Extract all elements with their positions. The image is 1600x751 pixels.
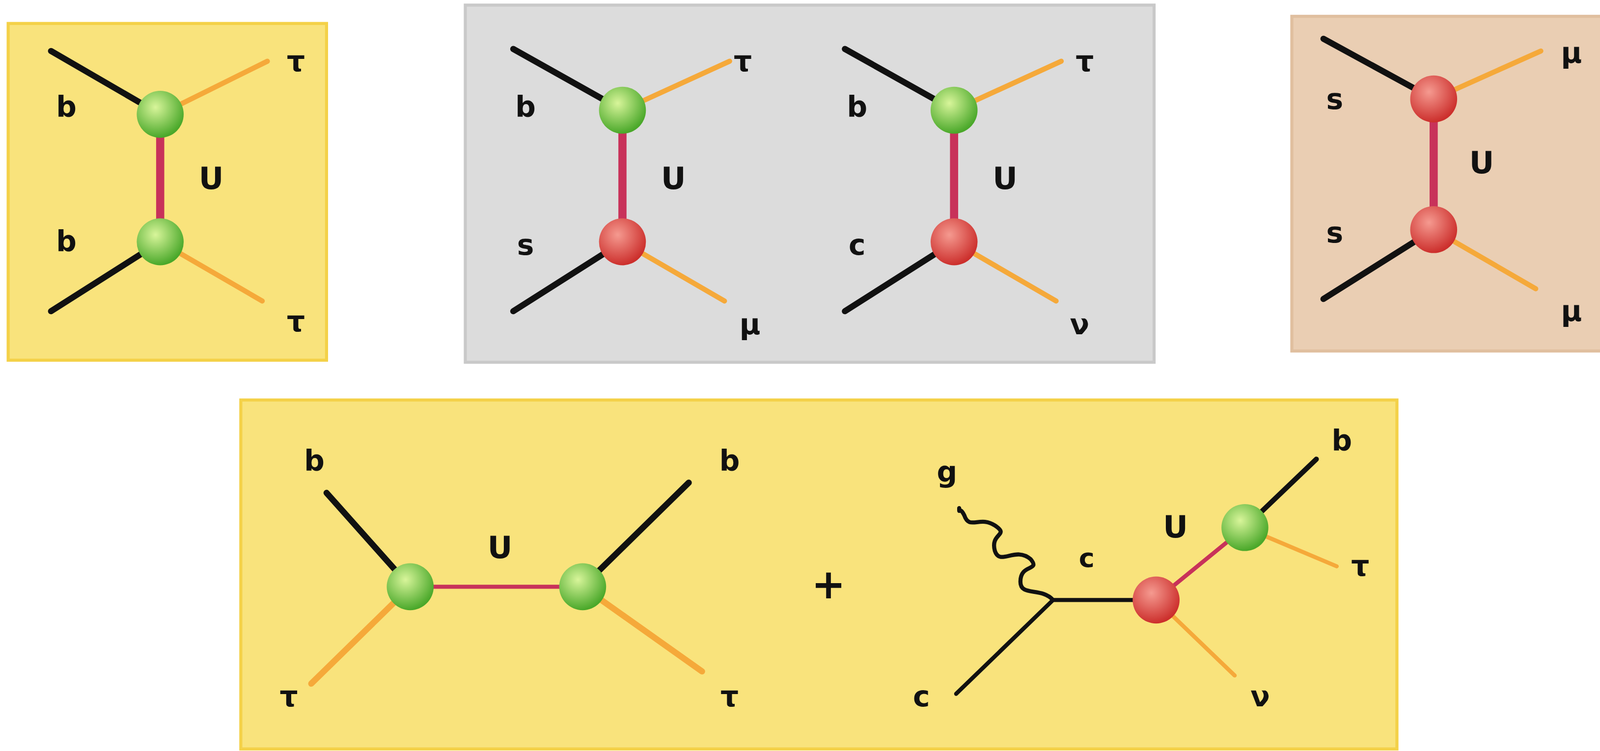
particle-label: b bbox=[303, 446, 325, 476]
particle-label: τ bbox=[720, 682, 739, 712]
particle-label: U bbox=[1162, 512, 1188, 543]
particle-label: U bbox=[198, 163, 224, 194]
particle-label: s bbox=[1325, 218, 1344, 248]
particle-label: U bbox=[487, 532, 513, 564]
particle-label: ν bbox=[1250, 682, 1270, 712]
particle-label: U bbox=[992, 163, 1018, 194]
particle-label: b bbox=[55, 227, 77, 256]
particle-label: μ bbox=[1560, 297, 1582, 326]
particle-label: b bbox=[55, 92, 77, 122]
particle-label: τ bbox=[286, 306, 305, 336]
panel bbox=[8, 23, 327, 361]
particle-label: b bbox=[847, 92, 868, 122]
particle-label: τ bbox=[733, 47, 752, 76]
particle-label: τ bbox=[1351, 551, 1370, 581]
particle-label: + bbox=[811, 564, 846, 606]
panel bbox=[1292, 16, 1600, 352]
particle-label: τ bbox=[279, 682, 298, 712]
particle-label: U bbox=[1469, 147, 1495, 179]
particle-label: b bbox=[719, 446, 741, 476]
particle-label: s bbox=[517, 230, 535, 260]
particle-label: μ bbox=[1560, 38, 1582, 68]
particle-label: b bbox=[515, 92, 536, 122]
particle-label: c bbox=[848, 230, 866, 260]
particle-label: τ bbox=[286, 47, 305, 76]
particle-label: U bbox=[661, 163, 687, 194]
particle-label: b bbox=[1331, 426, 1352, 456]
particle-label: s bbox=[1325, 84, 1344, 113]
particle-label: g bbox=[936, 458, 958, 487]
particle-label: c bbox=[1078, 545, 1095, 572]
panel bbox=[465, 4, 1155, 363]
particle-label: ν bbox=[1070, 310, 1090, 339]
panel bbox=[240, 400, 1397, 750]
particle-label: c bbox=[912, 682, 930, 712]
particle-label: τ bbox=[1075, 47, 1094, 76]
particle-label: μ bbox=[739, 310, 761, 339]
